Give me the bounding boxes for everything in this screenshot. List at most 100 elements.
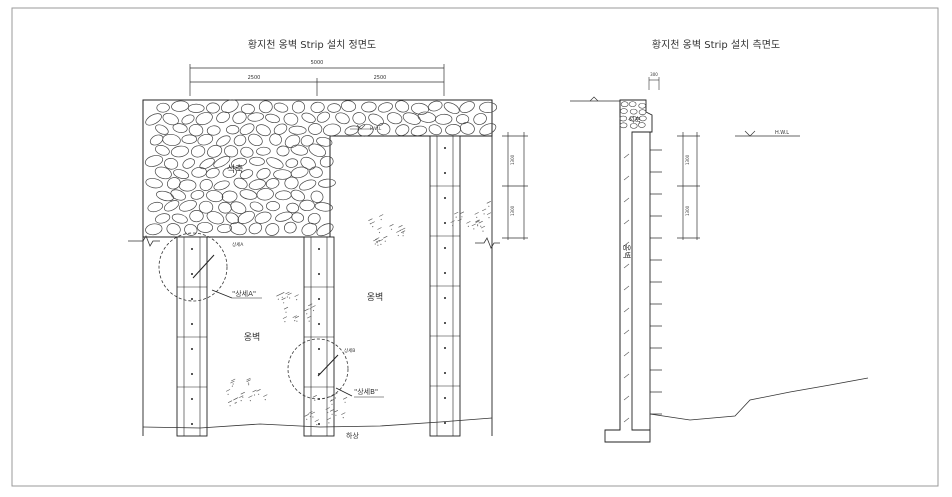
stone — [310, 190, 324, 203]
stone — [265, 113, 280, 124]
side-hatch — [623, 285, 630, 291]
hatch-dot — [476, 216, 478, 218]
side-dim-1: 1300 — [685, 154, 690, 165]
stone — [443, 102, 460, 114]
strip-bolt — [191, 373, 193, 375]
hatch-dot — [344, 401, 346, 403]
side-hatch — [623, 219, 630, 225]
stone — [239, 189, 258, 200]
side-stone — [629, 115, 637, 122]
stone — [319, 155, 334, 168]
stone — [206, 190, 224, 203]
side-hatch — [623, 351, 630, 357]
detail-a-circle — [158, 232, 228, 302]
side-stone — [619, 115, 628, 122]
stone — [248, 179, 266, 190]
side-hwl-label: H.W.L — [775, 130, 789, 136]
stone — [189, 210, 204, 223]
hatch-mark — [396, 230, 401, 233]
stone — [145, 113, 162, 126]
stone — [255, 124, 271, 137]
stone — [233, 134, 247, 147]
hatch-mark — [294, 315, 300, 319]
stone — [256, 188, 274, 201]
hatch-mark — [285, 291, 290, 295]
hatch-mark — [225, 389, 231, 392]
stone — [156, 102, 170, 113]
hatch-mark — [379, 214, 384, 217]
hatch-mark — [325, 407, 330, 410]
stone — [155, 213, 171, 224]
hatch-dot — [488, 217, 490, 219]
hatch-mark — [454, 211, 459, 215]
stone — [195, 112, 213, 126]
hatch-dot — [378, 231, 381, 234]
stone — [266, 157, 284, 169]
stone — [460, 122, 475, 135]
stone — [276, 145, 290, 157]
strip-bolt — [444, 247, 446, 249]
hatch-dot — [234, 402, 236, 404]
hatch-dot — [312, 309, 315, 312]
stone — [231, 157, 247, 168]
stone — [187, 103, 205, 113]
hatch-dot — [294, 320, 296, 322]
side-ground-top — [570, 96, 620, 102]
detail-a-tag: 상세A — [232, 241, 244, 248]
stone — [291, 212, 304, 223]
stone — [308, 143, 326, 158]
drawing-frame — [11, 7, 939, 487]
hatch-dot — [277, 298, 279, 300]
stone — [237, 210, 255, 224]
front-hwl-marker — [350, 124, 372, 130]
hatch-mark — [308, 303, 313, 307]
stone — [248, 133, 263, 147]
stone — [184, 223, 198, 236]
stone — [181, 134, 198, 144]
hatch-mark — [240, 391, 245, 395]
side-top-dim: 300 — [650, 72, 658, 77]
hatch-mark — [239, 395, 244, 398]
stone — [256, 168, 271, 180]
stone — [284, 134, 301, 148]
hatch-dot — [455, 216, 457, 218]
wall-label-left: 옹벽 — [244, 332, 261, 343]
side-hatch — [623, 153, 630, 159]
stone — [316, 111, 330, 123]
strip-bolt — [444, 422, 446, 424]
hatch-dot — [380, 218, 382, 221]
stone — [222, 167, 237, 178]
stone — [299, 199, 315, 212]
hatch-mark — [281, 297, 286, 301]
stone — [473, 113, 487, 125]
hatch-dot — [309, 308, 311, 310]
stone — [197, 133, 214, 146]
side-dimension — [677, 132, 700, 240]
front-side-dimension — [502, 132, 528, 240]
hatch-mark — [294, 294, 299, 297]
stone — [377, 102, 393, 113]
stone — [181, 114, 195, 125]
strip-bolt — [444, 347, 446, 349]
hatch-mark — [263, 394, 268, 397]
hatch-mark — [248, 395, 253, 398]
rip-rap-stones — [144, 99, 498, 237]
hatch-mark — [389, 224, 394, 227]
stone — [286, 202, 300, 214]
stone — [170, 145, 189, 158]
stone — [386, 112, 403, 125]
hatch-mark — [370, 221, 375, 224]
hatch-mark — [400, 230, 406, 233]
stone — [335, 112, 350, 125]
hatch-mark — [398, 225, 403, 228]
stone — [428, 100, 443, 112]
hatch-dot — [483, 213, 485, 215]
stone — [435, 113, 453, 125]
stone — [232, 111, 247, 124]
stone — [285, 158, 299, 168]
stone — [221, 190, 238, 203]
side-hatch — [623, 395, 630, 401]
stone — [290, 166, 309, 179]
hatch-dot — [264, 399, 266, 401]
